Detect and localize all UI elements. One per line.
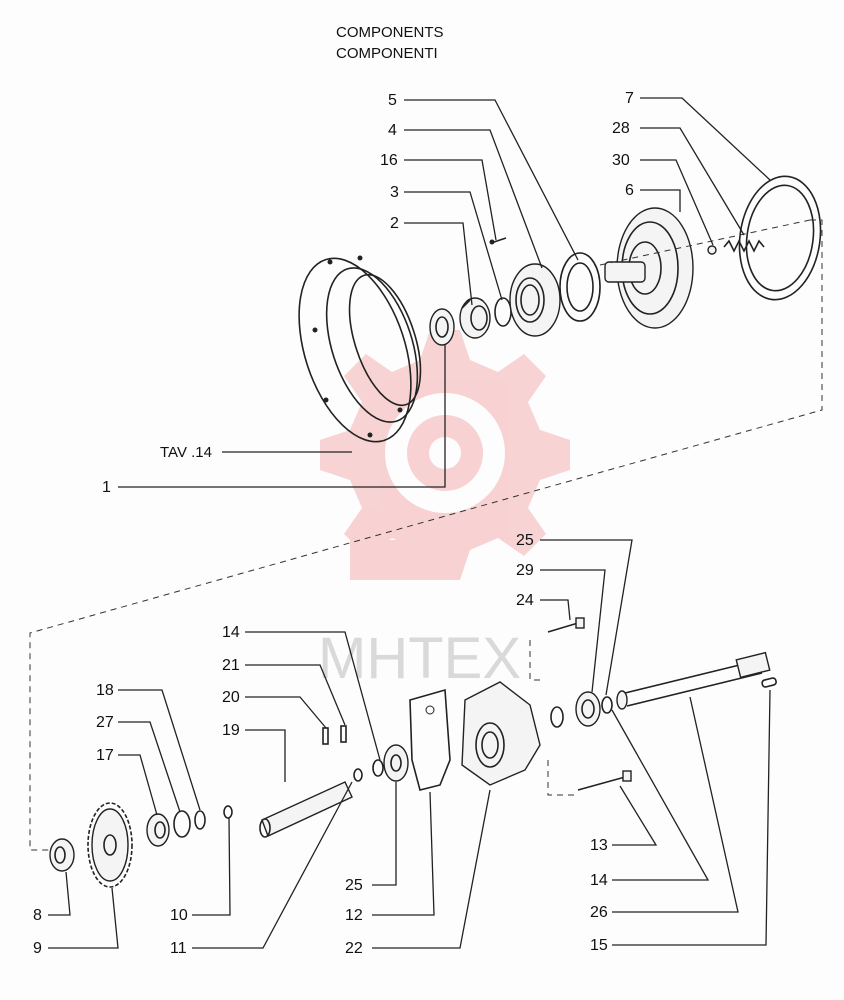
callout-5[interactable]: 5 [388,92,397,109]
callout-24[interactable]: 24 [516,592,534,609]
watermark-text: MHTEX [318,626,521,691]
part-pump-body[interactable] [461,681,541,786]
title-line-2: COMPONENTI [336,45,438,62]
callout-14-left[interactable]: 14 [222,624,240,641]
part-gasket-12[interactable] [409,688,451,791]
part-gasket-7[interactable] [732,171,828,305]
callout-29[interactable]: 29 [516,562,534,579]
callout-6[interactable]: 6 [625,182,634,199]
part-ring-27[interactable] [173,810,191,838]
part-bearing-29[interactable] [575,691,601,727]
part-snap-ring[interactable] [494,297,512,327]
assembly-boundary [29,219,823,851]
callout-15[interactable]: 15 [590,937,608,954]
callout-2[interactable]: 2 [390,215,399,232]
callout-21[interactable]: 21 [222,657,240,674]
leader-lines [48,97,771,949]
part-shaft-19[interactable] [259,781,353,838]
callout-17[interactable]: 17 [96,747,114,764]
part-bearing[interactable] [459,297,491,339]
callout-22[interactable]: 22 [345,940,363,957]
part-bolt-13[interactable] [577,770,632,791]
part-seal[interactable] [429,308,455,346]
part-ring-14-shaft[interactable] [601,696,613,714]
callout-11[interactable]: 11 [170,940,187,957]
part-key-21[interactable] [340,725,347,743]
callout-9[interactable]: 9 [33,940,42,957]
callout-30[interactable]: 30 [612,152,630,169]
part-bolt-24[interactable] [547,617,585,633]
callout-18[interactable]: 18 [96,682,114,699]
part-ball[interactable] [707,245,717,255]
part-nut[interactable] [49,838,75,872]
callout-1[interactable]: 1 [102,479,111,496]
callout-3[interactable]: 3 [390,184,399,201]
callout-10[interactable]: 10 [170,907,188,924]
part-clutch-drum[interactable] [604,207,694,329]
callout-8[interactable]: 8 [33,907,42,924]
part-pin[interactable] [489,237,507,245]
part-housing[interactable] [278,244,435,456]
part-shaft-26[interactable] [616,651,771,710]
part-spring[interactable] [723,239,765,253]
callout-19[interactable]: 19 [222,722,240,739]
part-bearing-cage[interactable] [509,263,561,337]
callout-26[interactable]: 26 [590,904,608,921]
callout-25-lower[interactable]: 25 [345,877,363,894]
callout-7[interactable]: 7 [625,90,634,107]
part-gasket-5[interactable] [559,252,601,322]
part-key-20[interactable] [322,727,329,745]
part-bearing-17[interactable] [146,813,170,847]
part-ring-25-upper[interactable] [550,706,564,728]
callout-12[interactable]: 12 [345,907,363,924]
callout-20[interactable]: 20 [222,689,240,706]
part-ring-14[interactable] [372,759,384,777]
callout-25-upper[interactable]: 25 [516,532,534,549]
part-sprocket[interactable] [87,802,133,888]
callout-28[interactable]: 28 [612,120,630,137]
reference-table[interactable]: TAV .14 [160,444,212,461]
callout-14-right[interactable]: 14 [590,872,608,889]
callout-4[interactable]: 4 [388,122,397,139]
part-key-15[interactable] [761,677,777,688]
title-line-1: COMPONENTS [336,24,444,41]
callout-13[interactable]: 13 [590,837,608,854]
callout-16[interactable]: 16 [380,152,398,169]
part-seal-25[interactable] [383,744,409,782]
part-ring-11[interactable] [353,768,363,782]
callout-27[interactable]: 27 [96,714,114,731]
part-washer-10[interactable] [223,805,233,819]
part-ring-18[interactable] [194,810,206,830]
